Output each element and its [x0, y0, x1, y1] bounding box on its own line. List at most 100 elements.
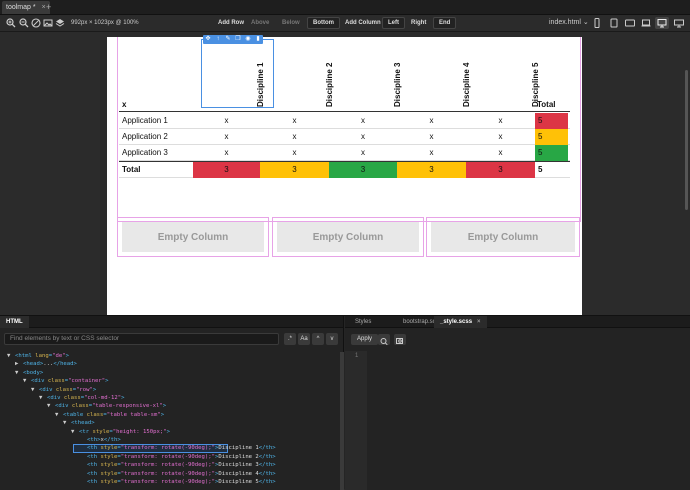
row-total[interactable]: 5: [535, 129, 568, 145]
dom-tree-node[interactable]: ▶<head>...</head>: [15, 360, 77, 369]
table-cell[interactable]: x: [292, 148, 297, 157]
delete-icon[interactable]: ▮: [256, 36, 260, 42]
file-select[interactable]: index.html ⌄: [549, 18, 589, 27]
discipline-header[interactable]: Discipline 1: [256, 37, 266, 107]
table-cell[interactable]: x: [498, 116, 503, 125]
column-total[interactable]: 3: [260, 162, 329, 178]
table-cell[interactable]: x: [361, 116, 365, 125]
expand-triangle-icon[interactable]: ▼: [63, 420, 67, 427]
edit-icon[interactable]: ✎: [225, 36, 231, 42]
column-total[interactable]: 3: [466, 162, 535, 178]
empty-column[interactable]: Empty Column: [117, 217, 269, 257]
table-cell[interactable]: x: [429, 148, 434, 157]
zoom-out-icon[interactable]: [19, 18, 29, 28]
empty-columns-row[interactable]: Empty Column Empty Column Empty Column: [117, 217, 581, 257]
tablet-icon[interactable]: [623, 17, 637, 29]
dom-tree-node[interactable]: <th style="transform: rotate(-90deg);">D…: [79, 461, 276, 470]
column-total[interactable]: 3: [193, 162, 260, 178]
expand-triangle-icon[interactable]: ▼: [71, 428, 75, 435]
dom-tree-node[interactable]: ▼<div class="row">: [31, 386, 96, 395]
row-total[interactable]: 5: [535, 113, 568, 129]
tab-styles[interactable]: Styles: [349, 316, 377, 328]
canvas-scrollbar[interactable]: [685, 70, 688, 210]
dom-tree-node[interactable]: <th style="transform: rotate(-90deg);">D…: [79, 444, 276, 453]
expand-triangle-icon[interactable]: ▼: [23, 378, 27, 385]
discipline-header[interactable]: Discipline 3: [393, 37, 403, 107]
search-replace-icon[interactable]: [394, 334, 406, 345]
search-icon[interactable]: [378, 334, 390, 346]
application-name[interactable]: Application 1: [122, 116, 168, 125]
element-search-input[interactable]: Find elements by text or CSS selector: [4, 333, 279, 345]
phone-icon[interactable]: [590, 17, 604, 29]
duplicate-icon[interactable]: ❐: [235, 36, 241, 42]
monitor-icon[interactable]: [655, 17, 669, 29]
column-total[interactable]: 3: [397, 162, 466, 178]
discipline-header[interactable]: Discipline 2: [325, 37, 335, 107]
dom-tree-node[interactable]: <th>x</th>: [79, 436, 121, 445]
select-parent-icon[interactable]: ↑: [216, 36, 220, 42]
table-cell[interactable]: x: [361, 132, 365, 141]
dom-tree-node[interactable]: ▼<div class="table-responsive-xl">: [47, 402, 166, 411]
total-row-label[interactable]: Total: [122, 165, 141, 174]
grand-total[interactable]: 5: [538, 165, 543, 174]
move-icon[interactable]: ✥: [205, 36, 211, 42]
dom-tree-node[interactable]: ▼<div class="container">: [23, 377, 108, 386]
application-name[interactable]: Application 2: [122, 132, 168, 141]
total-header[interactable]: Total: [537, 100, 556, 109]
tab-html[interactable]: HTML: [0, 316, 29, 328]
expand-triangle-icon[interactable]: ▼: [31, 386, 35, 393]
expand-triangle-icon[interactable]: ▼: [47, 403, 51, 410]
discipline-header[interactable]: Discipline 4: [462, 37, 472, 107]
dom-tree-node[interactable]: ▼<tr style="height: 150px;">: [71, 428, 170, 437]
dom-tree-node[interactable]: <th style="transform: rotate(-90deg);">D…: [79, 478, 276, 487]
application-name[interactable]: Application 3: [122, 148, 168, 157]
visibility-icon[interactable]: ◉: [245, 36, 251, 42]
image-icon[interactable]: [43, 18, 53, 28]
apply-button[interactable]: Apply: [351, 334, 379, 345]
above-button[interactable]: Above: [251, 20, 270, 26]
dom-tree-node[interactable]: ▼<div class="col-md-12">: [39, 394, 124, 403]
table-cell[interactable]: x: [429, 132, 434, 141]
viewport-info[interactable]: 992px × 1023px @ 100%: [71, 20, 139, 26]
empty-column[interactable]: Empty Column: [272, 217, 424, 257]
empty-column[interactable]: Empty Column: [426, 217, 580, 257]
table-cell[interactable]: x: [361, 148, 365, 157]
laptop-icon[interactable]: [639, 17, 653, 29]
close-icon[interactable]: ×: [41, 4, 46, 11]
zoom-in-icon[interactable]: [6, 18, 16, 28]
add-column-button[interactable]: Add Column: [345, 20, 381, 26]
expand-triangle-icon[interactable]: ▼: [55, 411, 59, 418]
table-cell[interactable]: x: [224, 132, 229, 141]
table-cell[interactable]: x: [224, 148, 229, 157]
panel-splitter[interactable]: [340, 352, 344, 490]
dom-tree-node[interactable]: ▼<thead>: [63, 419, 95, 428]
dom-tree-node[interactable]: ▼<html lang="de">: [7, 352, 69, 361]
phone-landscape-icon[interactable]: [607, 17, 621, 29]
right-button[interactable]: Right: [411, 20, 427, 26]
expand-triangle-icon[interactable]: ▼: [39, 395, 43, 401]
left-button[interactable]: Left: [382, 17, 405, 29]
add-tab-icon[interactable]: +: [46, 2, 52, 12]
close-icon[interactable]: ×: [477, 319, 481, 325]
compass-icon[interactable]: [31, 18, 41, 28]
dom-tree-node[interactable]: ▼<body>: [15, 369, 43, 378]
table-cell[interactable]: x: [429, 116, 434, 125]
dom-tree-node[interactable]: ▼<table class="table table-sm">: [55, 411, 164, 420]
layers-icon[interactable]: [55, 18, 65, 28]
previous-match-button[interactable]: ^: [312, 333, 324, 345]
column-total[interactable]: 3: [329, 162, 397, 178]
table-container[interactable]: [117, 37, 581, 222]
bottom-button[interactable]: Bottom: [307, 17, 340, 29]
document-tab[interactable]: toolmap *×: [2, 1, 50, 14]
discipline-header[interactable]: Discipline 5: [531, 37, 541, 107]
dom-tree-node[interactable]: <th style="transform: rotate(-90deg);">D…: [79, 453, 276, 462]
end-button[interactable]: End: [433, 17, 457, 29]
expand-triangle-icon[interactable]: ▼: [15, 369, 19, 376]
table-cell[interactable]: x: [292, 116, 297, 125]
table-cell[interactable]: x: [292, 132, 297, 141]
table-cell[interactable]: x: [498, 148, 503, 157]
row-total[interactable]: 5: [535, 145, 568, 161]
collapse-triangle-icon[interactable]: ▶: [15, 361, 19, 368]
table-cell[interactable]: x: [224, 116, 229, 125]
dom-tree-node[interactable]: <th style="transform: rotate(-90deg);">D…: [79, 470, 276, 479]
